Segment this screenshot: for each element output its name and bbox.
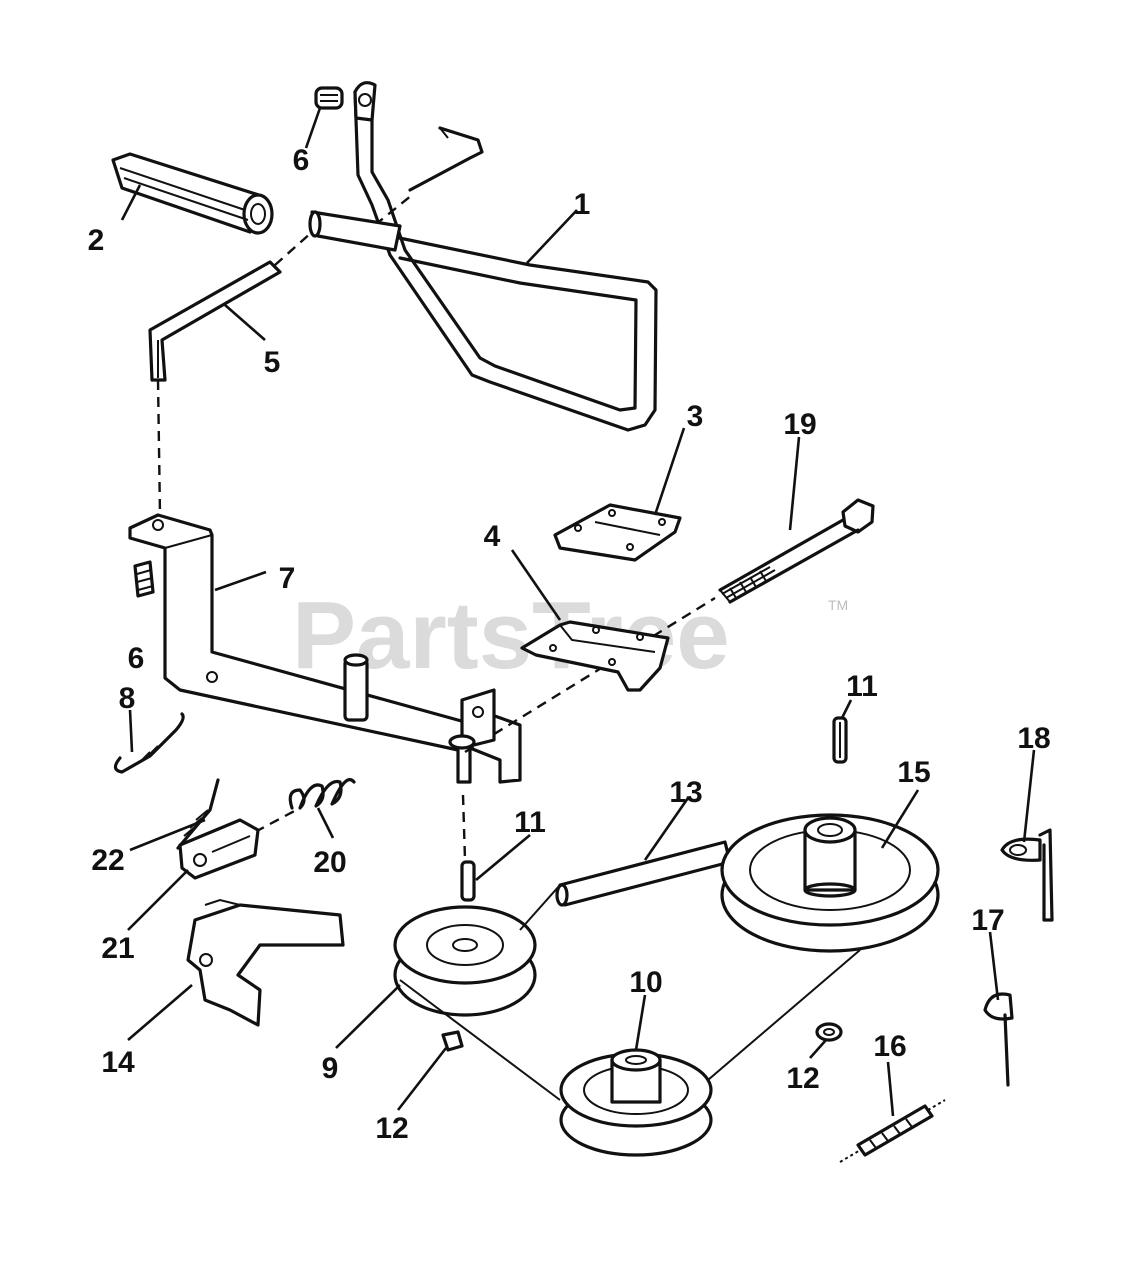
part-6-spring-lower [133, 560, 155, 598]
callout-9: 9 [322, 1052, 339, 1085]
callout-21: 21 [101, 932, 134, 965]
part-5-rod [148, 260, 282, 382]
part-6-nut-top [314, 86, 344, 110]
callout-16: 16 [873, 1030, 906, 1063]
callout-5: 5 [264, 346, 281, 379]
leader-lines [120, 107, 1036, 1117]
part-12-clip-right [815, 1022, 843, 1042]
callout-11-lower: 11 [514, 806, 546, 839]
callout-3: 3 [687, 400, 704, 433]
part-4-bracket [520, 620, 670, 692]
callout-12-right: 12 [786, 1062, 819, 1095]
part-8-spring [113, 712, 185, 774]
callout-6-top: 6 [293, 144, 310, 177]
part-1-lever-frame [308, 81, 658, 432]
part-13-shaft [555, 840, 732, 907]
part-21-clevis [178, 818, 260, 880]
callout-19: 19 [783, 408, 816, 441]
part-2-handle-grip [111, 152, 274, 235]
part-14-bracket [186, 898, 345, 1027]
callout-18: 18 [1017, 722, 1050, 755]
callout-10: 10 [629, 966, 662, 999]
part-9-pulley [393, 905, 537, 1017]
part-19-bolt [718, 498, 875, 604]
callout-7: 7 [279, 562, 296, 595]
part-20-spring [288, 778, 356, 810]
watermark-trademark: TM [828, 597, 848, 613]
callout-1: 1 [574, 188, 591, 221]
callout-15: 15 [897, 756, 930, 789]
part-7-main-bracket [128, 513, 522, 784]
part-11-pin-upper [832, 716, 848, 764]
belt-lines [399, 884, 861, 1101]
part-12-clip-left [441, 1030, 464, 1052]
callouts: 1 2 3 4 5 6 6 7 8 9 10 11 11 12 12 13 14… [88, 144, 1051, 1145]
callout-22: 22 [91, 844, 124, 877]
callout-20: 20 [313, 846, 346, 879]
part-16-chain [839, 1099, 946, 1163]
callout-11-upper: 11 [846, 670, 878, 703]
callout-13: 13 [669, 776, 702, 809]
callout-14: 14 [101, 1046, 135, 1079]
part-18-clip [1000, 828, 1054, 922]
part-11-pin-lower [460, 860, 476, 902]
callout-2: 2 [88, 224, 105, 257]
part-10-pulley [559, 1048, 713, 1157]
callout-6-lower: 6 [128, 642, 145, 675]
assembly-lines [156, 194, 716, 861]
callout-8: 8 [119, 682, 136, 715]
part-15-pulley [720, 813, 940, 953]
part-17-clip [983, 992, 1014, 1087]
callout-17: 17 [971, 904, 1004, 937]
part-3-plate [553, 503, 682, 562]
callout-12-left: 12 [375, 1112, 408, 1145]
callout-4: 4 [484, 520, 501, 553]
